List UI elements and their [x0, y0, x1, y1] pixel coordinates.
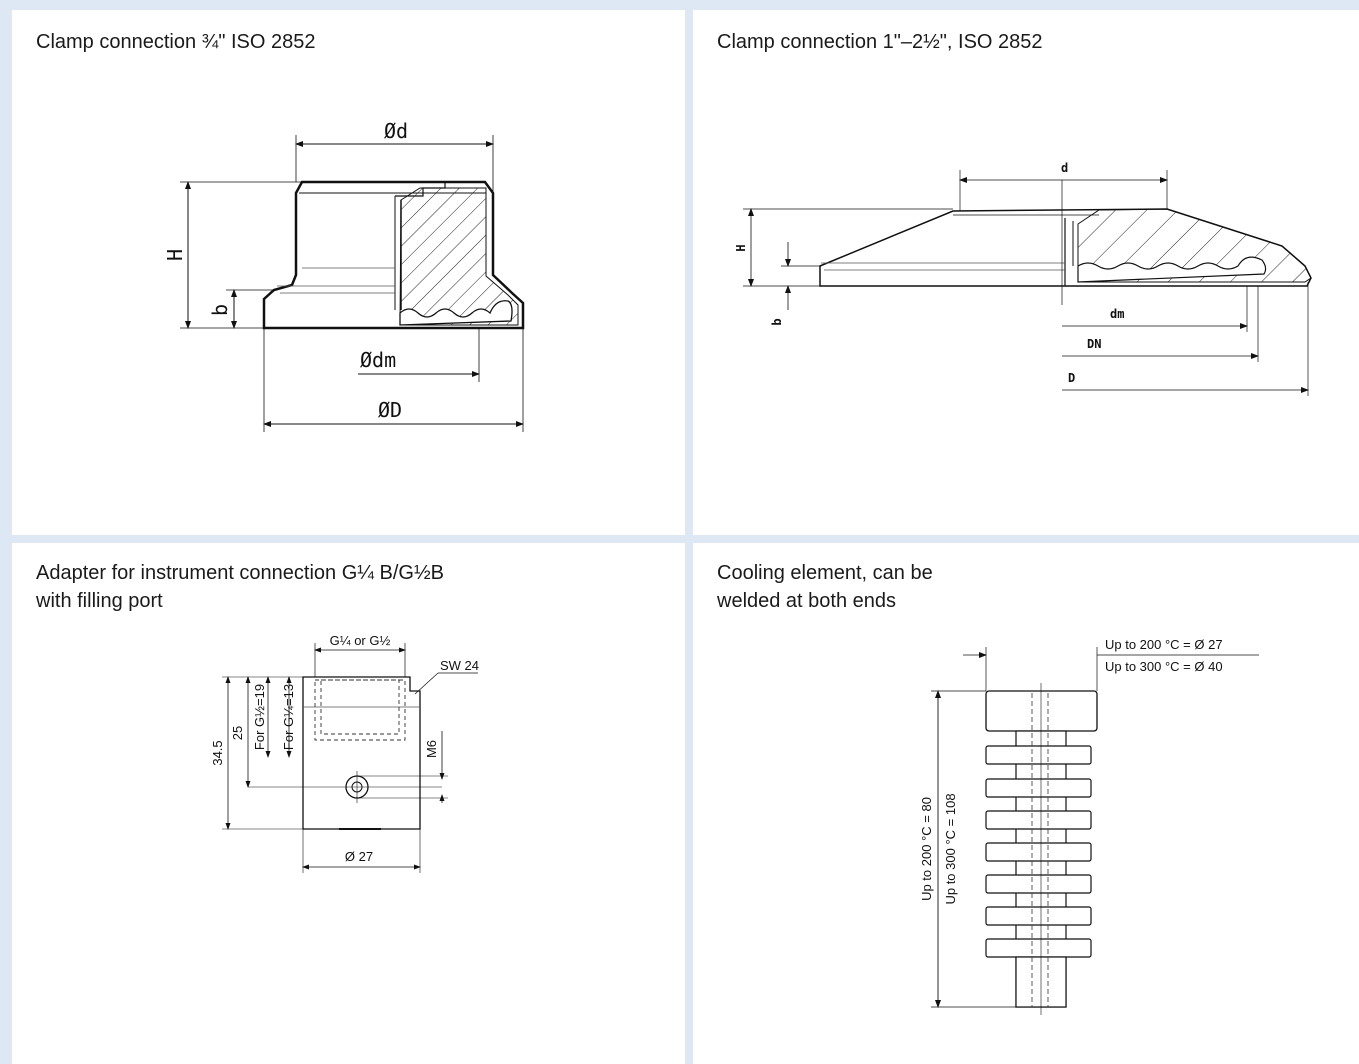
label-dm: dm — [1110, 307, 1124, 321]
title-line-1: Cooling element, can be — [717, 562, 933, 584]
clamp-large-drawing: d H b dm DN D — [734, 161, 1312, 396]
label-dm: Ødm — [360, 348, 396, 372]
label-DN: DN — [1087, 337, 1101, 351]
label-len-200: Up to 200 °C = 80 — [919, 797, 934, 901]
cooling-element-drawing: Up to 200 °C = Ø 27 Up to 300 °C = Ø 40 … — [919, 637, 1259, 1015]
label-m6: M6 — [424, 740, 439, 758]
label-dia: Ø 27 — [345, 849, 373, 864]
vertical-divider — [685, 0, 693, 1064]
left-border — [0, 0, 12, 1064]
top-border — [0, 0, 1359, 10]
horizontal-divider — [0, 535, 1359, 543]
label-for-g12: For G½=19 — [252, 684, 267, 750]
label-height-total: 34.5 — [210, 740, 225, 765]
label-sw: SW 24 — [440, 658, 479, 673]
title-text: Clamp connection ¾" ISO 2852 — [36, 31, 316, 53]
panel-title: Adapter for instrument connection G¼ B/G… — [36, 559, 444, 615]
label-d: Ød — [384, 119, 408, 143]
panel-adapter: Adapter for instrument connection G¼ B/G… — [12, 543, 685, 1064]
label-b: b — [208, 304, 232, 316]
clamp-small-drawing: Ød H b Ødm ØD — [163, 119, 525, 432]
label-dia-200: Up to 200 °C = Ø 27 — [1105, 637, 1223, 652]
label-thread: G¼ or G½ — [330, 633, 391, 648]
label-D: ØD — [378, 398, 402, 422]
label-len-300: Up to 300 °C = 108 — [943, 793, 958, 904]
cooling-fins — [985, 745, 1092, 958]
panel-cooling-element: Cooling element, can be welded at both e… — [693, 543, 1359, 1064]
title-text: Clamp connection 1"–2½", ISO 2852 — [717, 31, 1043, 53]
label-H: H — [734, 244, 748, 251]
label-for-g14: For G¼=13 — [281, 684, 296, 750]
label-D: D — [1068, 371, 1075, 385]
title-line-2: welded at both ends — [717, 590, 897, 612]
panel-clamp-large: Clamp connection 1"–2½", ISO 2852 — [693, 10, 1359, 535]
label-height-25: 25 — [230, 726, 245, 740]
adapter-drawing: G¼ or G½ SW 24 34.5 25 For G½=19 For G¼=… — [210, 633, 479, 873]
title-line-2: with filling port — [36, 590, 163, 612]
panel-title: Clamp connection ¾" ISO 2852 — [36, 28, 315, 56]
label-dia-300: Up to 300 °C = Ø 40 — [1105, 659, 1223, 674]
panel-title: Clamp connection 1"–2½", ISO 2852 — [717, 28, 1043, 56]
panel-title: Cooling element, can be welded at both e… — [717, 559, 933, 615]
title-line-1: Adapter for instrument connection G¼ B/G… — [36, 562, 444, 584]
label-d: d — [1061, 161, 1068, 175]
label-H: H — [163, 249, 187, 261]
panel-clamp-three-quarter: Clamp connection ¾" ISO 2852 — [12, 10, 685, 535]
label-b: b — [770, 318, 784, 325]
